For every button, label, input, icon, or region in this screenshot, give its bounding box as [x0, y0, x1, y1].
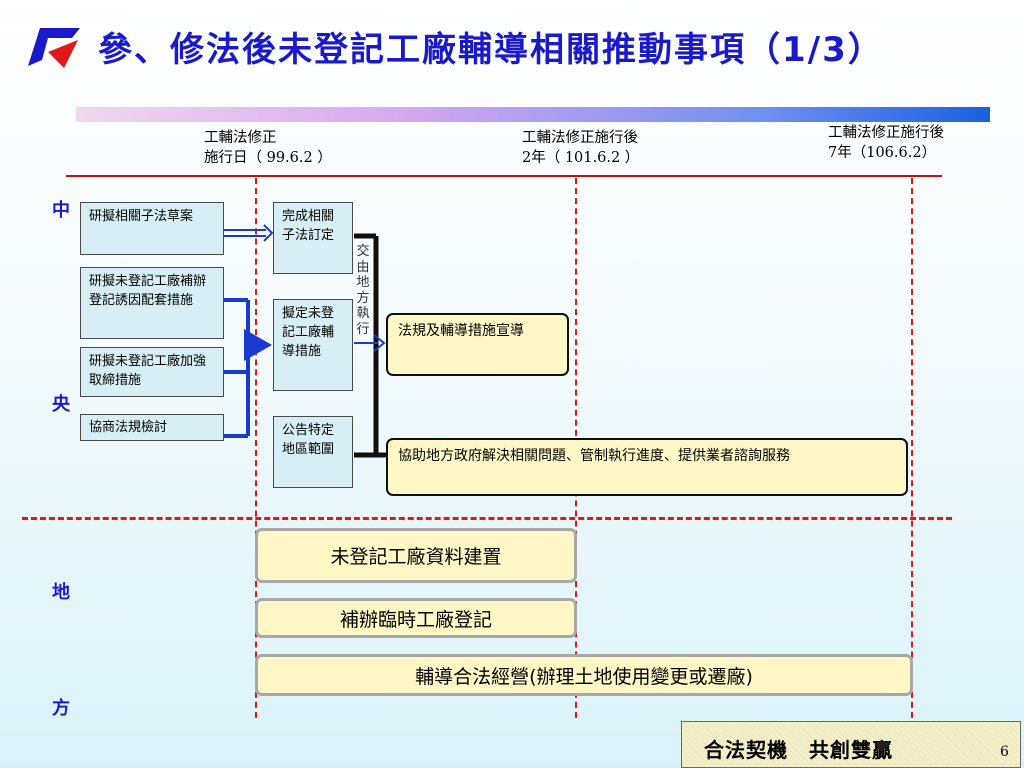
data-setup-box: 未登記工廠資料建置	[255, 528, 577, 583]
page-title: 參、修法後未登記工廠輔導相關推動事項（1/3）	[98, 30, 884, 70]
timeline-header-1-line2: 施行日（ 99.6.2 ）	[204, 150, 332, 166]
logo-icon	[28, 28, 80, 68]
draft-subregulations-box: 研擬相關子法草案	[80, 202, 224, 255]
timeline-header-2-line1: 工輔法修正施行後	[522, 130, 638, 146]
guidance-measures-box: 擬定未登記工廠輔導措施	[273, 299, 353, 391]
assist-local-box: 協助地方政府解決相關問題、管制執行進度、提供業者諮詢服務	[386, 438, 908, 496]
side-label-local-2: 方	[52, 698, 70, 719]
timeline-header-3: 工輔法修正施行後 7年（106.6.2）	[828, 123, 944, 163]
special-area-box: 公告特定地區範圍	[273, 416, 353, 488]
temporary-registration-box: 補辦臨時工廠登記	[255, 598, 577, 638]
timeline-line	[66, 175, 942, 177]
promotion-box: 法規及輔導措施宣導	[386, 313, 569, 376]
milestone-line-3	[911, 178, 913, 718]
registration-incentive-box: 研擬未登記工廠補辦登記誘因配套措施	[80, 267, 224, 339]
legal-operation-box: 輔導合法經營(辦理土地使用變更或遷廠)	[255, 654, 913, 696]
arrow-to-promote	[354, 334, 386, 352]
delegate-to-local-label: 交由地方執行	[356, 244, 370, 337]
timeline-header-2: 工輔法修正施行後 2年（ 101.6.2 ）	[522, 128, 639, 168]
footer-slogan: 合法契機 共創雙贏	[704, 738, 893, 762]
title-gradient-bar	[76, 107, 990, 122]
timeline-header-3-line1: 工輔法修正施行後	[828, 125, 944, 141]
timeline-header-2-line2: 2年（ 101.6.2 ）	[522, 150, 640, 166]
milestone-line-1	[255, 178, 257, 718]
side-label-local-1: 地	[52, 582, 70, 603]
regulation-review-box: 協商法規檢討	[80, 414, 224, 441]
timeline-header-1-line1: 工輔法修正	[204, 130, 277, 146]
timeline-header-1: 工輔法修正 施行日（ 99.6.2 ）	[204, 128, 332, 168]
central-local-divider	[22, 517, 952, 520]
complete-subregulations-box: 完成相關子法訂定	[273, 202, 353, 274]
timeline-header-3-line2: 7年（106.6.2）	[828, 145, 937, 161]
merge-bracket	[224, 298, 250, 438]
col2-bracket	[354, 233, 386, 458]
side-label-central-1: 中	[52, 200, 70, 221]
page-number: 6	[1000, 744, 1009, 760]
enforcement-measures-box: 研擬未登記工廠加強取締措施	[80, 347, 224, 397]
footer-panel	[681, 721, 1021, 768]
side-label-central-2: 央	[52, 394, 70, 415]
arrow-draft-to-complete	[224, 224, 274, 242]
